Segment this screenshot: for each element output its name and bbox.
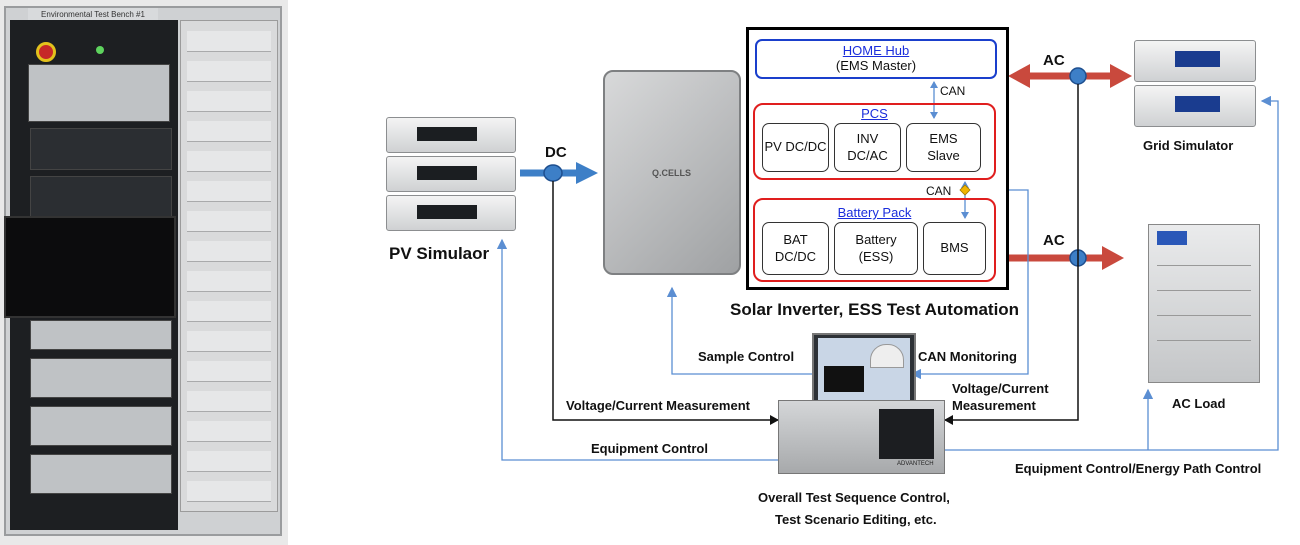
inverter-device: [603, 70, 741, 275]
rack-blank-panel: [187, 241, 271, 262]
can-monitoring-label: CAN Monitoring: [918, 349, 1017, 364]
equipment-control-label: Equipment Control: [591, 441, 708, 456]
battery-pack-box: [753, 198, 996, 282]
rack-blank-panel: [187, 391, 271, 412]
grid-control-line: [943, 95, 1279, 451]
ac-load-label: AC Load: [1172, 396, 1226, 411]
equipment-energy-control-label: Equipment Control/Energy Path Control: [1015, 461, 1262, 476]
can-label-top: CAN: [940, 84, 966, 98]
rack-blank-panel: [187, 31, 271, 52]
pcs-box: [753, 103, 996, 180]
industrial-pc: ADVANTECH: [778, 400, 945, 474]
vc-measurement-left-label: Voltage/Current Measurement: [566, 398, 750, 413]
sample-control-label: Sample Control: [698, 349, 795, 364]
pcs-pv-dcdc: PV DC/DC: [762, 123, 829, 172]
grid-simulator-label: Grid Simulator: [1143, 138, 1234, 153]
rack-blank-panel: [187, 61, 271, 82]
rack-blank-panel: [187, 121, 271, 142]
dc-junction: [543, 164, 563, 182]
status-led-icon: [96, 46, 104, 54]
ac-load-device: [1148, 224, 1260, 383]
battery-bms: BMS: [923, 222, 986, 275]
ac-load-label: AC: [1043, 232, 1065, 249]
dc-measurement-line: [552, 181, 778, 421]
rack-blank-panel: [187, 361, 271, 382]
controller-caption-2: Test Scenario Editing, etc.: [775, 512, 937, 527]
rack-right-column: [180, 20, 278, 512]
rack-blank-panel: [187, 331, 271, 352]
home-hub-subtitle: (EMS Master): [835, 58, 917, 73]
automation-caption: Solar Inverter, ESS Test Automation: [730, 300, 1020, 319]
inverter-logo: Q.CELLS: [652, 168, 692, 178]
ac-grid-arrowhead-right: [1110, 64, 1132, 88]
rack-blank-panel: [187, 91, 271, 112]
rack-blank-panel: [187, 481, 271, 502]
home-hub-box: HOME Hub (EMS Master): [755, 39, 997, 79]
pc-brand: ADVANTECH: [897, 461, 934, 467]
rack-blank-panel: [187, 271, 271, 292]
ac-measurement-line: [945, 84, 1079, 421]
rack-photo: Environmental Test Bench #1: [0, 0, 288, 545]
pcs-ems-slave: EMS Slave: [906, 123, 981, 172]
can-label-mid: CAN: [926, 184, 952, 198]
rack-blank-panel: [187, 451, 271, 472]
rack-unit-1: [30, 128, 172, 170]
ac-grid-arrowhead-left: [1008, 64, 1030, 88]
vc-measurement-right-label-1: Voltage/Current: [952, 381, 1049, 396]
rack-blank-panel: [187, 421, 271, 442]
monitoring-laptop: [812, 333, 916, 412]
ac-grid-junction: [1069, 67, 1087, 85]
rack-unit-computer: [28, 64, 170, 122]
emergency-stop-icon: [36, 42, 56, 62]
rack-unit-psu-1: [30, 358, 172, 398]
rack-blank-panel: [187, 151, 271, 172]
battery-bat-dcdc: BAT DC/DC: [762, 222, 829, 275]
rack-unit-psu-3: [30, 454, 172, 494]
rack-blank-panel: [187, 181, 271, 202]
equipment-control-line: [496, 238, 778, 461]
pv-simulator-unit-3: [386, 195, 516, 231]
dc-arrowhead: [576, 162, 598, 184]
grid-simulator-unit-1: [1134, 40, 1256, 82]
rack-unit-drawer: [30, 320, 172, 350]
rack-blank-panel: [187, 301, 271, 322]
laptop-screen: [818, 338, 910, 404]
battery-pack-title: Battery Pack: [837, 205, 912, 220]
ac-grid-label: AC: [1043, 52, 1065, 69]
grid-simulator-unit-2: [1134, 85, 1256, 127]
rack-monitor: [4, 216, 176, 318]
battery-ess: Battery (ESS): [834, 222, 918, 275]
rack-blank-panel: [187, 211, 271, 232]
pcs-inv-dcac: INV DC/AC: [834, 123, 901, 172]
rack-unit-psu-2: [30, 406, 172, 446]
pv-simulator-label: PV Simulaor: [389, 244, 490, 263]
sample-control-line: [666, 286, 812, 375]
pv-simulator-unit-1: [386, 117, 516, 153]
controller-caption-1: Overall Test Sequence Control,: [758, 490, 950, 505]
home-hub-title: HOME Hub: [842, 43, 910, 58]
dc-label: DC: [545, 144, 567, 161]
rack-title: Environmental Test Bench #1: [28, 8, 158, 21]
pv-simulator-unit-2: [386, 156, 516, 192]
vc-measurement-right-label-2: Measurement: [952, 398, 1036, 413]
ac-load-arrowhead: [1102, 246, 1124, 270]
pcs-title: PCS: [861, 106, 888, 121]
